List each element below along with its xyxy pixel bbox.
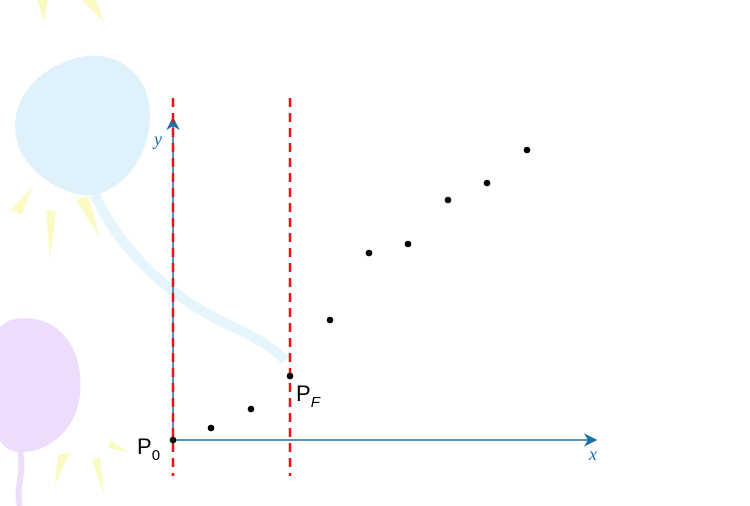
label-pf: PF	[296, 381, 321, 411]
balloon-string-decoration	[90, 192, 289, 364]
balloon-string-decoration	[15, 451, 25, 506]
sun-ray-decoration	[46, 210, 56, 258]
purple-balloon-decoration	[0, 318, 81, 453]
label-pf-sub: F	[311, 394, 321, 411]
point	[404, 240, 412, 248]
sun-ray-decoration	[92, 458, 104, 496]
point-p0	[169, 436, 177, 444]
sun-ray-decoration	[10, 188, 32, 214]
point	[326, 316, 334, 324]
point	[365, 249, 373, 257]
label-pf-main: P	[296, 381, 311, 406]
x-axis-label: x	[588, 444, 597, 464]
label-p0-sub: 0	[152, 447, 160, 464]
sun-ray-decoration	[55, 452, 70, 485]
sun-ray-decoration	[37, 0, 48, 22]
point	[523, 146, 531, 154]
y-axis-label: y	[152, 129, 162, 149]
point-pf	[286, 372, 294, 380]
label-p0: P0	[137, 434, 160, 464]
label-p0-main: P	[137, 434, 152, 459]
sun-ray-decoration	[108, 440, 128, 452]
blue-balloon-decoration	[15, 55, 150, 196]
point	[247, 405, 255, 413]
point	[483, 179, 491, 187]
point	[444, 196, 452, 204]
sun-ray-decoration	[82, 0, 104, 22]
point	[207, 424, 215, 432]
sun-ray-decoration	[76, 196, 100, 238]
